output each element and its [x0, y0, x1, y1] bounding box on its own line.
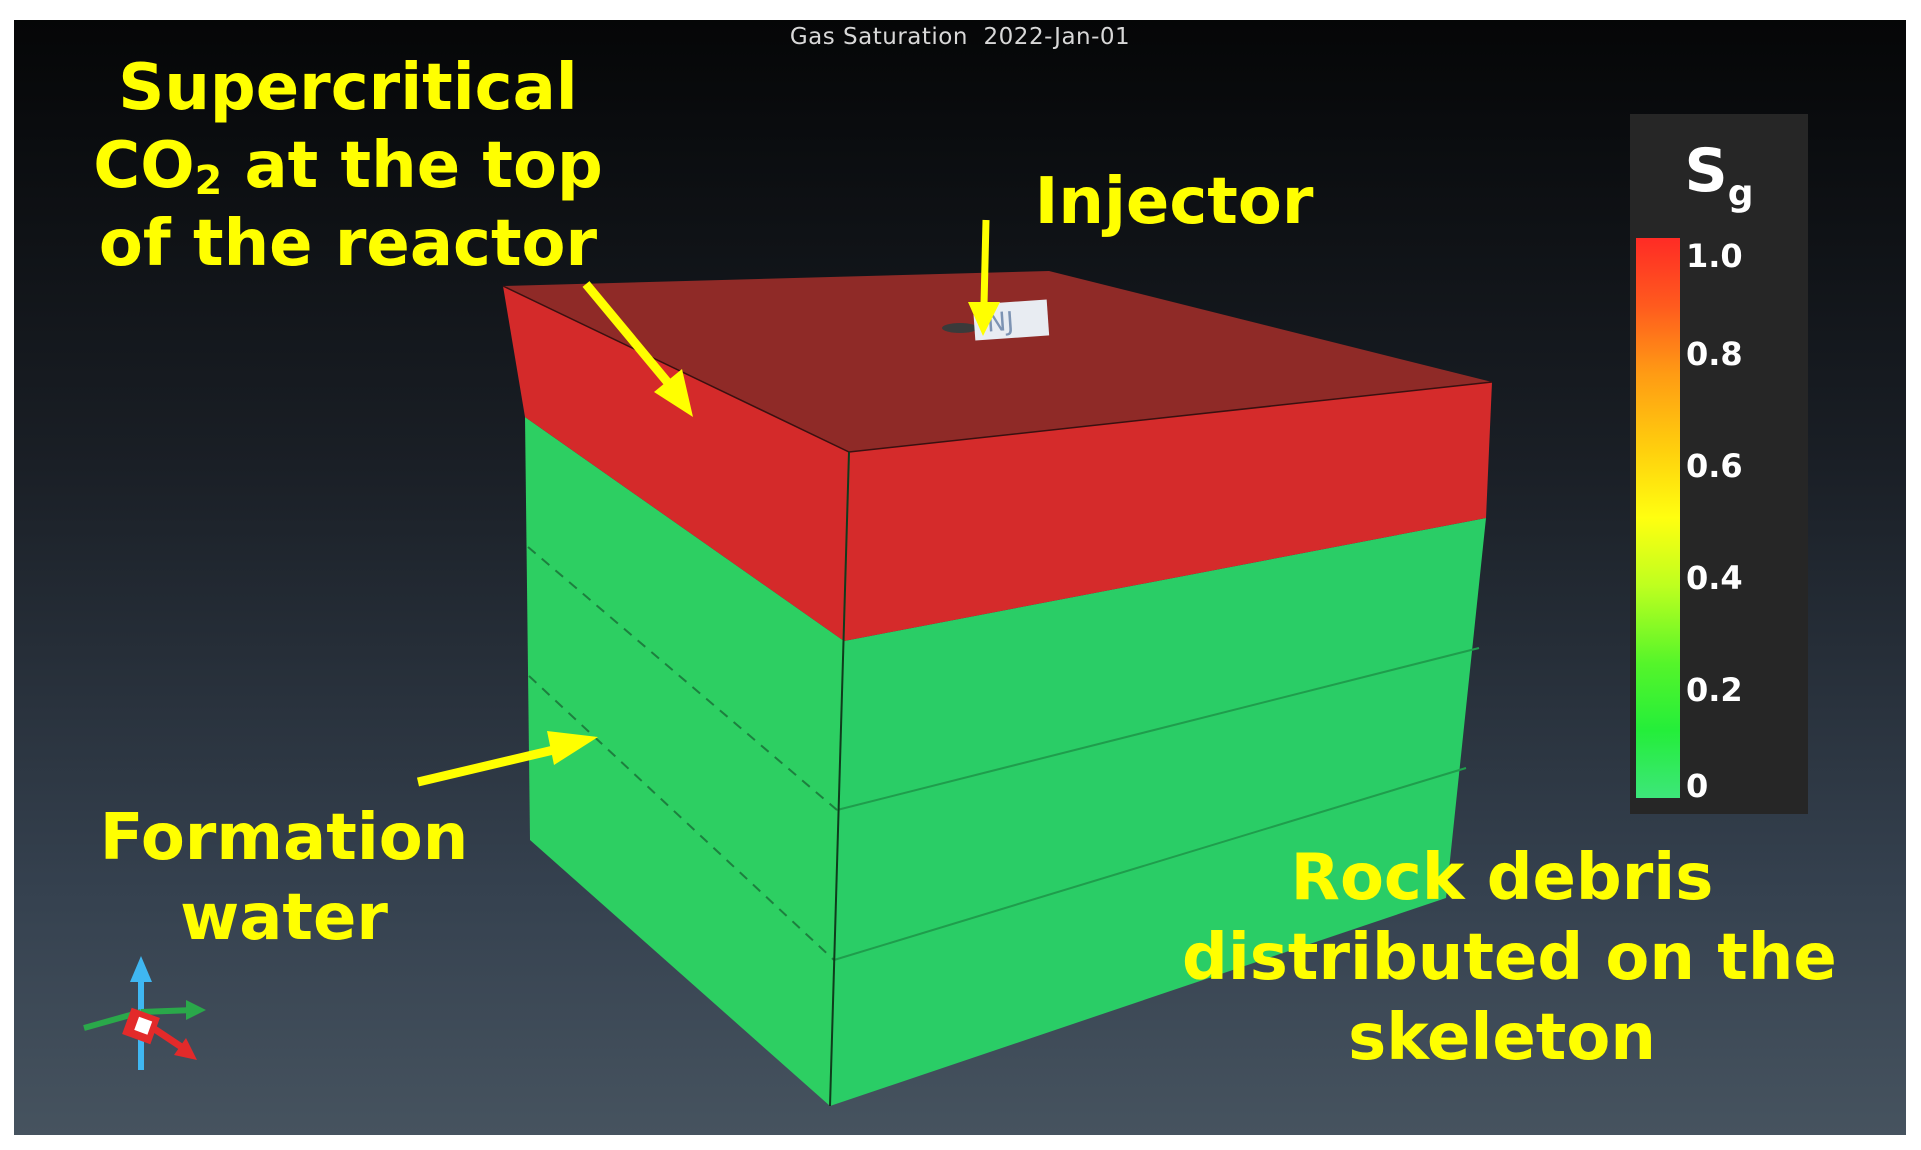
annotation-formation-line2: water [180, 881, 388, 955]
colorbar-tick-label: 1.0 [1686, 237, 1743, 275]
simulation-viewport: INJ [14, 20, 1906, 1135]
gas-band-left [503, 286, 849, 641]
reservoir-model: INJ [83, 219, 1493, 1107]
layer-line-right-1 [836, 647, 1480, 811]
water-face-right [830, 518, 1486, 1106]
annotation-co2-line1: Supercritical [118, 51, 578, 125]
annotation-supercritical-co2: Supercritical CO2 at the top of the reac… [68, 56, 628, 290]
colorbar-tick-label: 0.4 [1686, 559, 1743, 597]
arrow-injector [968, 219, 1000, 336]
annotation-rock-debris: Rock debris distributed on the skeleton [1182, 841, 1837, 1086]
colorbar-legend: Sg 1.0 0.8 0.6 0.4 0.2 0 [1630, 114, 1808, 814]
layer-line-left-1 [527, 546, 838, 811]
annotation-co2-line2-rest: at the top [222, 129, 603, 203]
layer-line-left-2 [528, 675, 835, 961]
annotation-injector: Injector [1034, 165, 1314, 239]
front-vertical-edge [829, 451, 850, 1107]
annotation-co2-line2: CO2 at the top [68, 134, 628, 212]
gas-top-face [503, 271, 1492, 452]
annotation-rock-line3: skeleton [1348, 1001, 1656, 1075]
annotation-formation-water: Formation water [84, 806, 484, 966]
simulation-title: Gas Saturation 2022-Jan-01 [789, 24, 1131, 50]
colorbar-tick-label: 0.6 [1686, 447, 1743, 485]
arrow-formation-water [416, 731, 598, 787]
annotation-rock-line2: distributed on the [1182, 921, 1837, 995]
colorbar-symbol: S [1684, 136, 1728, 206]
colorbar-tick-label: 0.8 [1686, 335, 1743, 373]
annotation-co2-line3: of the reactor [98, 207, 598, 281]
colorbar-title: Sg [1630, 136, 1808, 212]
colorbar-tick-label: 0.2 [1686, 671, 1743, 709]
annotation-rock-line1: Rock debris [1290, 841, 1714, 915]
injector-well-marker [942, 323, 978, 333]
layer-line-right-2 [833, 767, 1467, 961]
colorbar-tick-label: 0 [1686, 767, 1709, 805]
gas-band-right [844, 382, 1492, 641]
colorbar-gradient [1636, 238, 1680, 798]
arrow-co2 [582, 281, 693, 417]
water-face-left [525, 417, 844, 1106]
annotation-formation-line1: Formation [99, 801, 469, 875]
annotation-co2-formula: CO [93, 129, 195, 203]
colorbar-subscript: g [1727, 173, 1754, 214]
annotation-co2-subscript: 2 [194, 158, 223, 205]
axis-triad-icon [83, 956, 206, 1070]
